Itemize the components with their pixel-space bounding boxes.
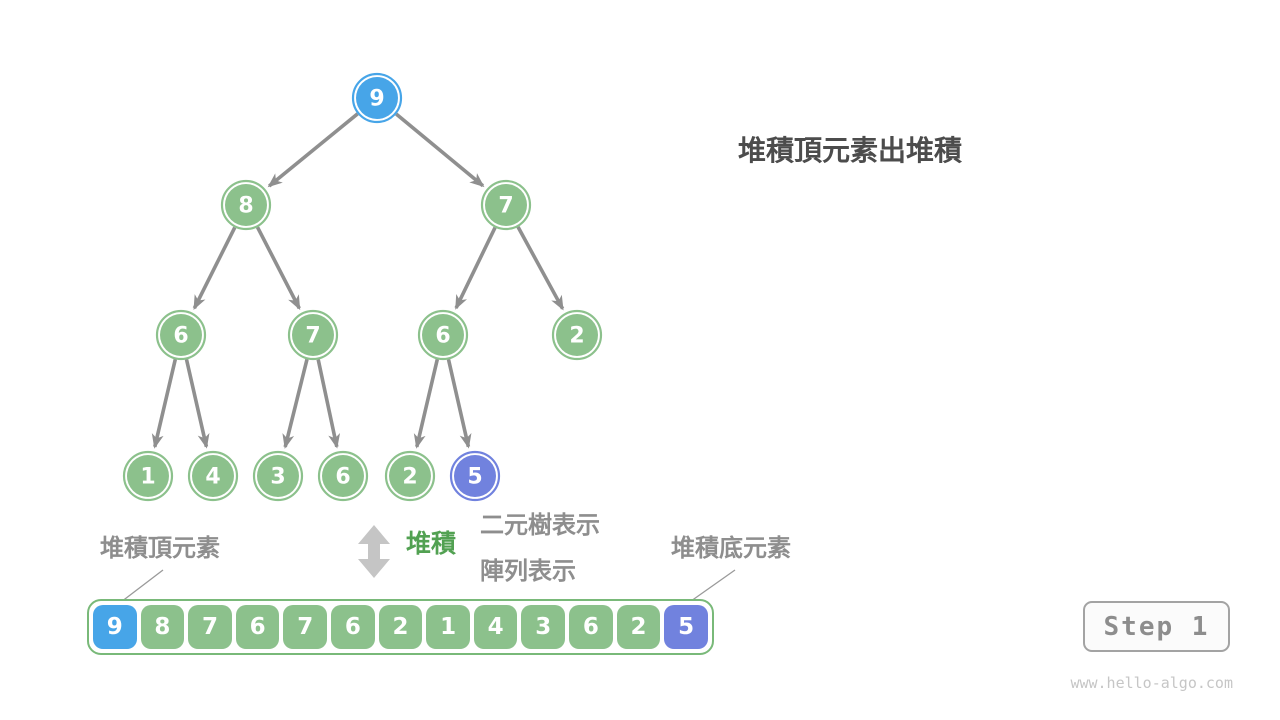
array-cell: 7: [283, 605, 328, 649]
array-cell: 8: [140, 605, 185, 649]
tree-edge: [282, 358, 309, 449]
watermark: www.hello-algo.com: [1070, 674, 1233, 692]
array-cell: 1: [426, 605, 470, 649]
heap-label: 堆積: [406, 529, 457, 558]
tree-node-value: 1: [140, 465, 155, 490]
tree-node-value: 7: [498, 194, 513, 219]
tree-node: 9: [351, 72, 403, 124]
array-cell: 6: [569, 605, 613, 649]
tree-node-value: 8: [238, 194, 253, 219]
tree-edge: [151, 358, 178, 449]
up-down-arrow-icon: [358, 525, 390, 578]
tree-edge: [316, 359, 341, 449]
tree-node-value: 4: [205, 465, 220, 490]
tree-node: 6: [417, 309, 469, 361]
tree-edge: [413, 358, 440, 449]
tree-edge: [446, 358, 472, 449]
tree-node: 1: [122, 450, 174, 502]
tree-edges: [151, 112, 565, 449]
tree-node-value: 2: [402, 465, 417, 490]
step-badge: Step 1: [1083, 601, 1230, 652]
tree-node: 2: [551, 309, 603, 361]
array-cell: 5: [664, 605, 708, 649]
tree-node-value: 6: [335, 465, 350, 490]
array-cell: 7: [188, 605, 232, 649]
array-cell: 6: [235, 605, 280, 649]
tree-edge: [516, 226, 565, 311]
tree-edge: [267, 112, 359, 188]
array-cell: 6: [331, 605, 375, 649]
tree-edge: [454, 226, 497, 310]
tree-node-value: 6: [173, 324, 188, 349]
array-cell: 2: [378, 605, 423, 649]
tree-edge: [395, 112, 485, 188]
heap-bottom-label: 堆積底元素: [671, 534, 791, 562]
array-representation-label: 陣列表示: [480, 557, 576, 585]
tree-node-value: 7: [305, 324, 320, 349]
tree-node: 6: [317, 450, 369, 502]
tree-node-value: 3: [270, 465, 285, 490]
tree-node-value: 9: [369, 87, 384, 112]
tree-node-value: 6: [435, 324, 450, 349]
array-cell: 2: [616, 605, 661, 649]
tree-node: 7: [287, 309, 339, 361]
tree-edge: [192, 226, 237, 310]
array-cell: 9: [93, 605, 137, 649]
tree-nodes: 9 8 7 6 7 6 2 1 4 3 6 2 5: [122, 72, 603, 502]
tree-node: 3: [252, 450, 304, 502]
tree-node: 8: [220, 179, 272, 231]
tree-node-value: 2: [569, 324, 584, 349]
page-title: 堆積頂元素出堆積: [738, 134, 963, 167]
array-cell: 3: [521, 605, 566, 649]
tree-edge: [184, 358, 210, 449]
heap-top-label: 堆積頂元素: [100, 534, 220, 562]
array-cell: 4: [473, 605, 518, 649]
tree-representation-label: 二元樹表示: [480, 511, 600, 539]
tree-node-value: 5: [467, 465, 482, 490]
tree-edge: [255, 226, 301, 311]
tree-node: 6: [155, 309, 207, 361]
tree-node: 2: [384, 450, 436, 502]
tree-node: 5: [449, 450, 501, 502]
tree-node: 7: [480, 179, 532, 231]
tree-node: 4: [187, 450, 239, 502]
